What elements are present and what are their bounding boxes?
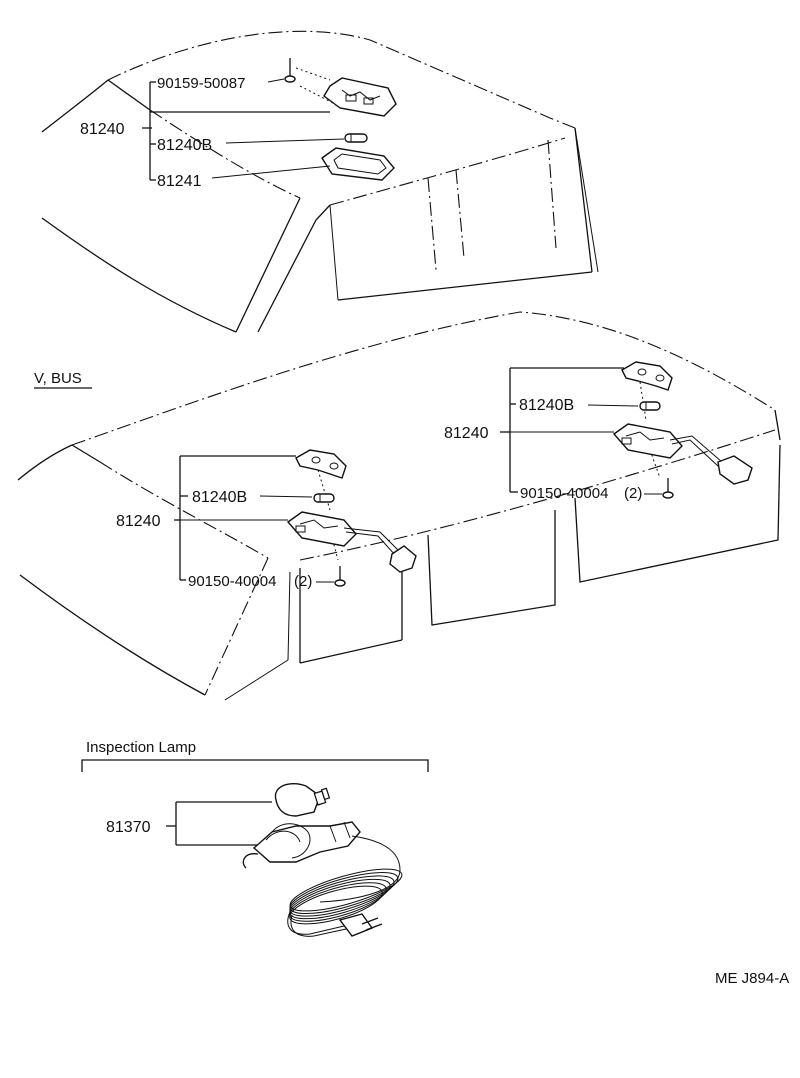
top-vehicle-roof-outline	[41, 30, 599, 333]
top-leader-lines	[142, 78, 345, 181]
left-screw-quantity: (2)	[294, 573, 312, 590]
screw-part-number: 90159-50087	[157, 75, 245, 92]
inspection-lamp-body-icon	[242, 821, 361, 869]
inspection-lamp-bulb-icon	[274, 782, 331, 817]
right-vbus-part-numbers: 81240B 81240 90150-40004 (2)	[444, 397, 642, 502]
inspection-lamp-label: Inspection Lamp	[86, 739, 196, 756]
vbus-section-label: V, BUS	[34, 370, 82, 387]
lamp-part-number: 81240	[80, 121, 125, 138]
left-vbus-part-numbers: 81240B 81240 90150-40004 (2)	[116, 489, 312, 590]
coiled-cord-icon	[287, 835, 403, 937]
lamp-housing-with-harness-icon	[612, 423, 753, 485]
lamp-bracket-icon	[295, 449, 347, 479]
top-dome-lamp-parts	[284, 58, 397, 181]
inspection-leader-lines	[166, 801, 272, 846]
bulb-icon	[313, 493, 335, 503]
left-lamp-part-number: 81240	[116, 513, 161, 530]
left-screw-part-number: 90150-40004	[188, 573, 276, 590]
screw-icon	[662, 478, 674, 499]
screw-icon	[284, 58, 296, 83]
right-bulb-part-number: 81240B	[519, 397, 574, 414]
plug-icon	[338, 913, 383, 937]
lens-cover-icon	[321, 147, 395, 181]
screw-icon	[334, 566, 346, 587]
lamp-bracket-icon	[621, 361, 673, 391]
right-screw-part-number: 90150-40004	[520, 485, 608, 502]
left-vbus-lamp-parts	[286, 449, 417, 587]
drawing-code: ME J894-A	[715, 970, 789, 987]
inspection-lamp-part-number: 81370	[106, 819, 151, 836]
right-screw-quantity: (2)	[624, 485, 642, 502]
right-vbus-leader-lines	[500, 367, 662, 495]
bulb-part-number: 81240B	[157, 137, 212, 154]
left-vbus-leader-lines	[174, 455, 334, 583]
right-lamp-part-number: 81240	[444, 425, 489, 442]
lamp-housing-with-harness-icon	[286, 511, 417, 573]
vbus-vehicle-roof-outline	[17, 311, 781, 701]
bulb-icon	[639, 401, 661, 411]
dome-lamp-housing-icon	[323, 77, 397, 117]
inspection-bracket	[81, 759, 429, 772]
left-bulb-part-number: 81240B	[192, 489, 247, 506]
top-part-numbers: 90159-50087 81240 81240B 81241	[80, 75, 245, 190]
right-vbus-lamp-parts	[612, 361, 753, 499]
bulb-icon	[344, 133, 368, 143]
lens-part-number: 81241	[157, 173, 202, 190]
